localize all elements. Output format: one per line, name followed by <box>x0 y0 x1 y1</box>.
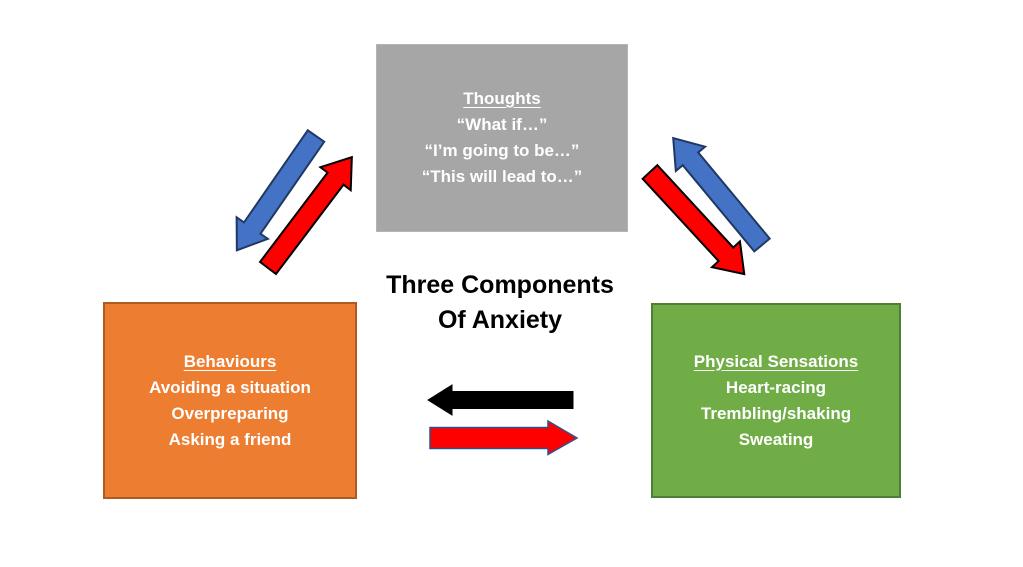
arrow-behaviours-to-thoughts <box>258 155 353 276</box>
thoughts-heading: Thoughts <box>463 89 541 108</box>
behaviours-box: Behaviours Avoiding a situation Overprep… <box>103 302 357 499</box>
diagram-title-line2: Of Anxiety <box>437 306 563 334</box>
thoughts-item: “This will lead to…” <box>421 167 583 186</box>
behaviours-item: Avoiding a situation <box>149 377 311 397</box>
arrow-physical-to-thoughts <box>672 136 772 253</box>
physical-sensations-box: Physical Sensations Heart-racing Trembli… <box>651 303 901 498</box>
arrow-thoughts-to-physical <box>641 163 746 276</box>
physical-sensations-item: Sweating <box>738 429 814 449</box>
arrow-physical-to-behaviours <box>427 384 574 416</box>
arrow-thoughts-to-behaviours <box>235 128 326 252</box>
diagram-title: Three Components Of Anxiety <box>350 268 650 338</box>
arrow-behaviours-to-physical <box>429 419 579 456</box>
behaviours-heading: Behaviours <box>183 351 277 371</box>
physical-sensations-item: Heart-racing <box>725 377 827 397</box>
diagram-title-line1: Three Components <box>386 271 614 299</box>
physical-sensations-heading: Physical Sensations <box>693 351 859 371</box>
thoughts-box: Thoughts “What if…” “I’m going to be…” “… <box>376 44 628 232</box>
behaviours-item: Overpreparing <box>171 403 289 423</box>
thoughts-item: “I’m going to be…” <box>424 141 580 160</box>
behaviours-item: Asking a friend <box>168 429 292 449</box>
thoughts-item: “What if…” <box>456 115 548 134</box>
physical-sensations-item: Trembling/shaking <box>700 403 852 423</box>
